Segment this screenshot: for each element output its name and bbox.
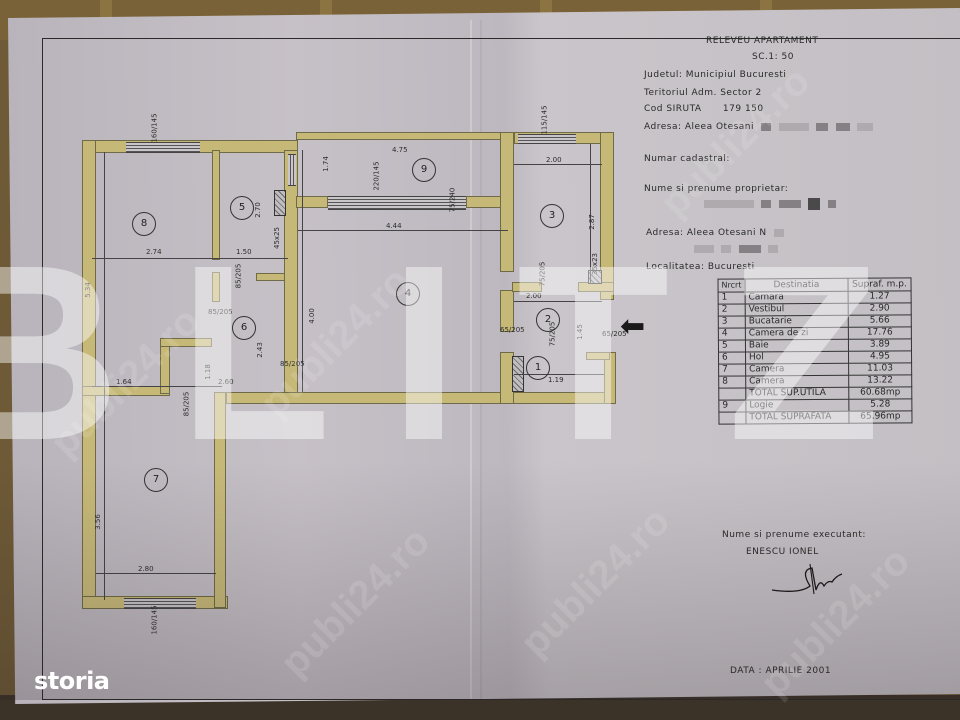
dim-r1-w: 1.19 [548,376,564,384]
drawing-frame [42,38,960,700]
signature-icon [771,563,843,595]
paper-shadow [0,460,960,700]
wall-room8-6 [212,272,220,302]
wall-room8-5 [212,150,220,260]
redacted-block [738,244,761,253]
redacted-block [721,244,732,253]
redacted-block [694,244,714,253]
doc-localitate: Localitatea: Bucuresti [646,262,755,272]
adresa2-text: Adresa: Aleea Otesani N [646,228,767,238]
redacted-block [816,122,829,131]
dim-line [104,152,105,600]
dim-r3-w: 2.00 [546,156,562,164]
siruta-label: Cod SIRUTA [644,104,702,114]
redacted-block [761,122,772,131]
doc-adresa2: Adresa: Aleea Otesani N [646,228,784,238]
wall-kitchen-right [600,132,614,300]
watermark-blitz: BLITZ [0,213,939,492]
dim-door-6: 85/205 [208,308,233,316]
executant-label: Nume si prenume executant: [722,530,866,540]
doc-title: RELEVEU APARTAMENT [706,36,819,46]
doc-cadastral: Numar cadastral: [644,154,730,164]
window-room8 [126,142,200,153]
dim-r2-w: 2.00 [526,292,542,300]
redacted-block [773,228,784,237]
redacted-block [768,244,779,253]
redacted-block [704,200,754,208]
dim-door-4: 85/205 [280,360,305,368]
redacted-block [835,122,850,131]
storia-logo: storia [34,667,110,695]
doc-proprietar: Nume si prenume proprietar: [644,184,789,194]
dim-window3: 115/145 [540,105,549,135]
wall-hol-step-top [160,338,212,347]
dim-door-entry: 65/205 [602,330,627,338]
wall-room7-right [214,392,226,608]
doc-scale: SC.1: 50 [752,52,794,62]
redacted-block [827,200,836,208]
dim-line [514,301,602,302]
dim-r9-w: 1.74 [321,156,330,172]
duct-kitchen [588,270,602,284]
room-number-9: 9 [412,158,436,182]
dim-r9-len: 4.75 [392,146,408,154]
dim-r9-door: 75/240 [448,187,457,213]
room-number-5: 5 [230,196,254,220]
siruta-value: 179 150 [722,104,764,114]
redacted-block [778,200,801,208]
room-number-4: 4 [396,282,420,306]
room-number-3: 3 [540,204,564,228]
dim-line [590,144,591,284]
executant-name: ENESCU IONEL [746,547,819,557]
dim-line [302,150,303,392]
dim-window8: 160/145 [150,113,159,143]
room-number-2: 2 [536,308,560,332]
redacted-address [690,244,779,254]
doc-adresa: Adresa: Aleea Otesani [644,122,873,132]
redacted-owner [700,198,836,210]
dim-r5-w: 1.50 [236,248,252,256]
doc-judet: Judetul: Municipiul Bucuresti [644,70,787,80]
dim-line [514,374,604,375]
dim-line [298,230,508,231]
window-kitchen [518,134,576,144]
redacted-block [778,122,809,131]
wall-vest-left [500,290,514,332]
dim-door-living: 65/205 [500,326,525,334]
dim-r9-win: 220/145 [372,161,381,191]
doc-siruta: Cod SIRUTA 179 150 [644,104,764,114]
wall-loggia-bottom-left [296,196,328,208]
duct-baie [274,190,286,216]
room-number-6: 6 [232,316,256,340]
redacted-block [856,122,873,131]
dim-r8-bottom: 1.64 [116,378,132,386]
room-number-1: 1 [526,356,550,380]
paper-fold [470,20,472,700]
window-room7 [124,598,196,609]
room-number-7: 7 [144,468,168,492]
wall-camara-right [604,352,616,404]
dim-r7-w: 2.80 [138,565,154,573]
wall-kitchen-bottom-l [512,282,542,292]
dim-r4-len: 4.44 [386,222,402,230]
room-number-8: 8 [132,212,156,236]
redacted-block [761,200,772,208]
window-loggia [328,196,466,210]
doc-date: DATA : APRILIE 2001 [730,666,831,676]
dim-r8-w: 2.74 [146,248,162,256]
wall-kitchen-left [500,132,514,272]
paper-fold [480,20,482,700]
entrance-arrow-icon: ⬅ [620,309,646,344]
dim-line [92,386,222,387]
adresa-text: Adresa: Aleea Otesani [644,122,755,132]
dim-r6-w: 2.60 [218,378,234,386]
dim-line [96,573,216,574]
wall-loggia-top [296,132,516,140]
dim-line [514,164,602,165]
redacted-block [808,198,821,210]
doc-teritoriu: Teritoriul Adm. Sector 2 [644,88,762,98]
dim-line [92,258,288,259]
wall-camara-top [586,352,610,360]
window-loggia-side [288,154,296,186]
